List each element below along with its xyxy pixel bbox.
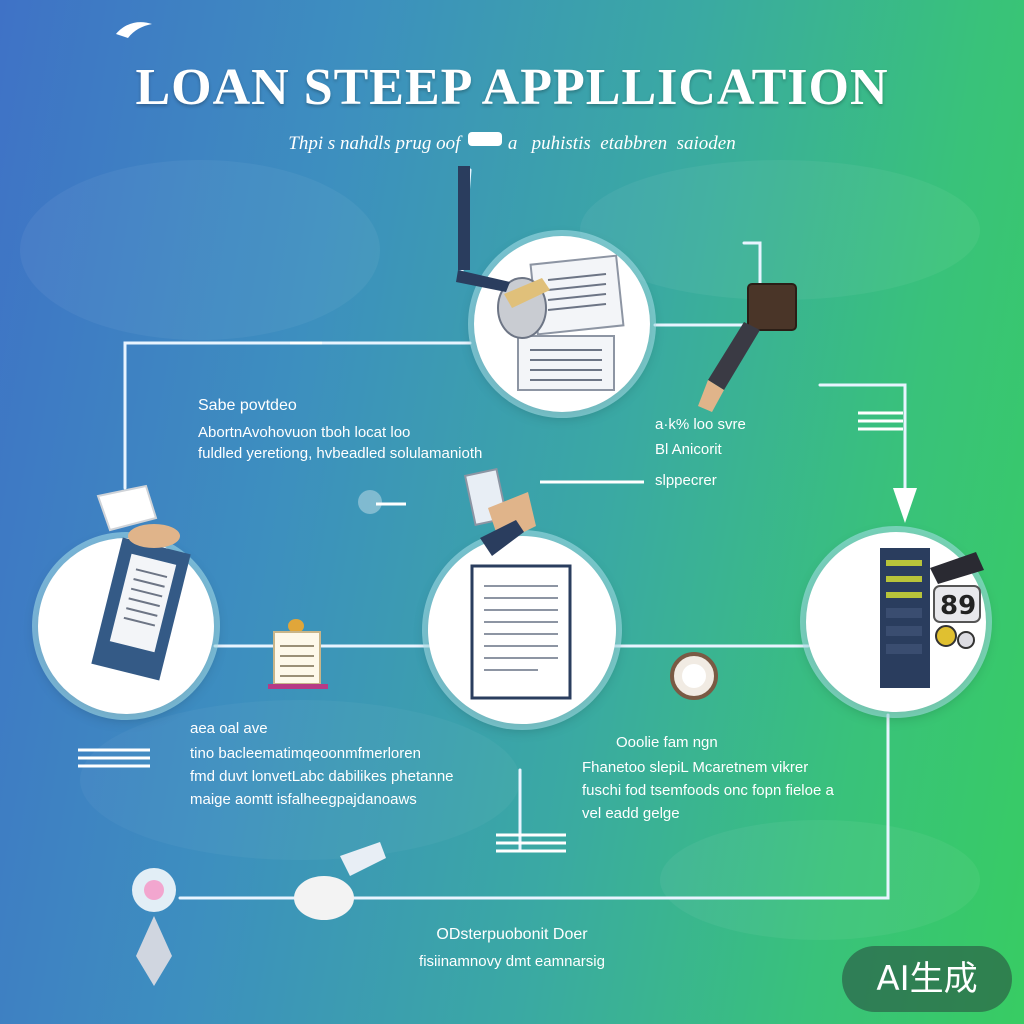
contract-signing-icon	[463, 468, 572, 700]
step-right-line-1: Fhanetoo slepiL Mcaretnem vikrer	[582, 759, 809, 776]
step-right-heading: Ooolie fam ngn	[616, 734, 718, 751]
documents-hand-icon	[497, 254, 625, 391]
bell-hand-icon	[294, 842, 386, 920]
wallet-hand-icon	[698, 283, 797, 412]
bottom-heading: ODsterpuobonit Doer	[436, 926, 588, 943]
notepad-icon	[268, 619, 328, 689]
ai-generated-watermark: AI生成	[842, 946, 1012, 1012]
step-top-text: a·k% loo svre Bl Anicorit slppecrer	[655, 414, 746, 491]
step-left-text: Sabe povtdeo AbortnAvohovuon tboh locat …	[198, 395, 482, 464]
step-top-line-1: a·k% loo svre	[655, 416, 746, 433]
step-left-line-2: fuldled yeretiong, hvbeadled solulamanio…	[198, 445, 483, 462]
swoosh-logo-icon	[116, 22, 152, 38]
clipboard-document-icon	[91, 484, 191, 681]
coin-icon	[358, 490, 406, 514]
step-middle-line-2: fmd duvt lonvetLabc dabilikes phetanne	[190, 768, 454, 785]
bank-server-icon: 89	[880, 548, 984, 688]
pen-hand-icon	[456, 132, 510, 292]
page-title: LOAN STEEP APPLLICATION	[135, 59, 889, 116]
stopwatch-icon	[670, 652, 718, 700]
step-middle-heading: aea oal ave	[190, 720, 268, 737]
bottom-line-1: fisiinamnovy dmt eamnarsig	[419, 953, 605, 970]
step-middle-line-3: maige aomtt isfalheegpajdanoaws	[190, 791, 417, 808]
step-left-line-1: AbortnAvohovuon tboh locat loo	[198, 424, 411, 441]
step-right-line-2: fuschi fod tsemfoods onc fopn fieloe a	[582, 782, 834, 799]
svg-text:89: 89	[940, 591, 976, 621]
step-middle-line-1: tino bacleematimqeoonmfmerloren	[190, 745, 421, 762]
step-left-heading: Sabe povtdeo	[198, 397, 297, 414]
step-top-line-3: slppecrer	[655, 472, 717, 489]
step-middle-text: aea oal ave tino bacleematimqeoonmfmerlo…	[190, 718, 454, 810]
step-top-line-2: Bl Anicorit	[655, 441, 722, 458]
page-subtitle: Thpi s nahdls prug oof a puhistis etabbr…	[288, 133, 736, 154]
step-right-text: Ooolie fam ngn Fhanetoo slepiL Mcaretnem…	[582, 732, 834, 824]
step-right-line-3: vel eadd gelge	[582, 805, 680, 822]
bottom-text: ODsterpuobonit Doer fisiinamnovy dmt eam…	[0, 924, 1024, 972]
arrow-down-icon	[893, 488, 917, 523]
rocket-icon	[132, 868, 176, 986]
